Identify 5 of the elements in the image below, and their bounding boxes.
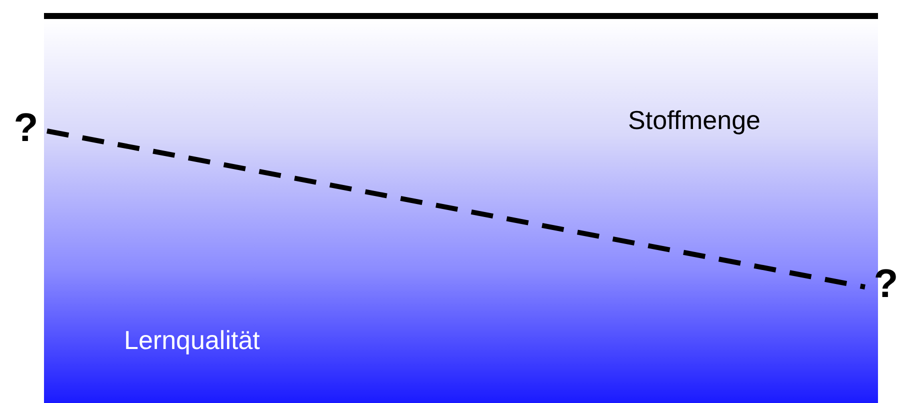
question-mark: ? [874, 264, 898, 304]
region-label: Stoffmenge [628, 105, 761, 136]
dashed-line [46, 128, 866, 290]
region-label: Lernqualität [124, 325, 260, 356]
question-mark: ? [14, 108, 38, 148]
